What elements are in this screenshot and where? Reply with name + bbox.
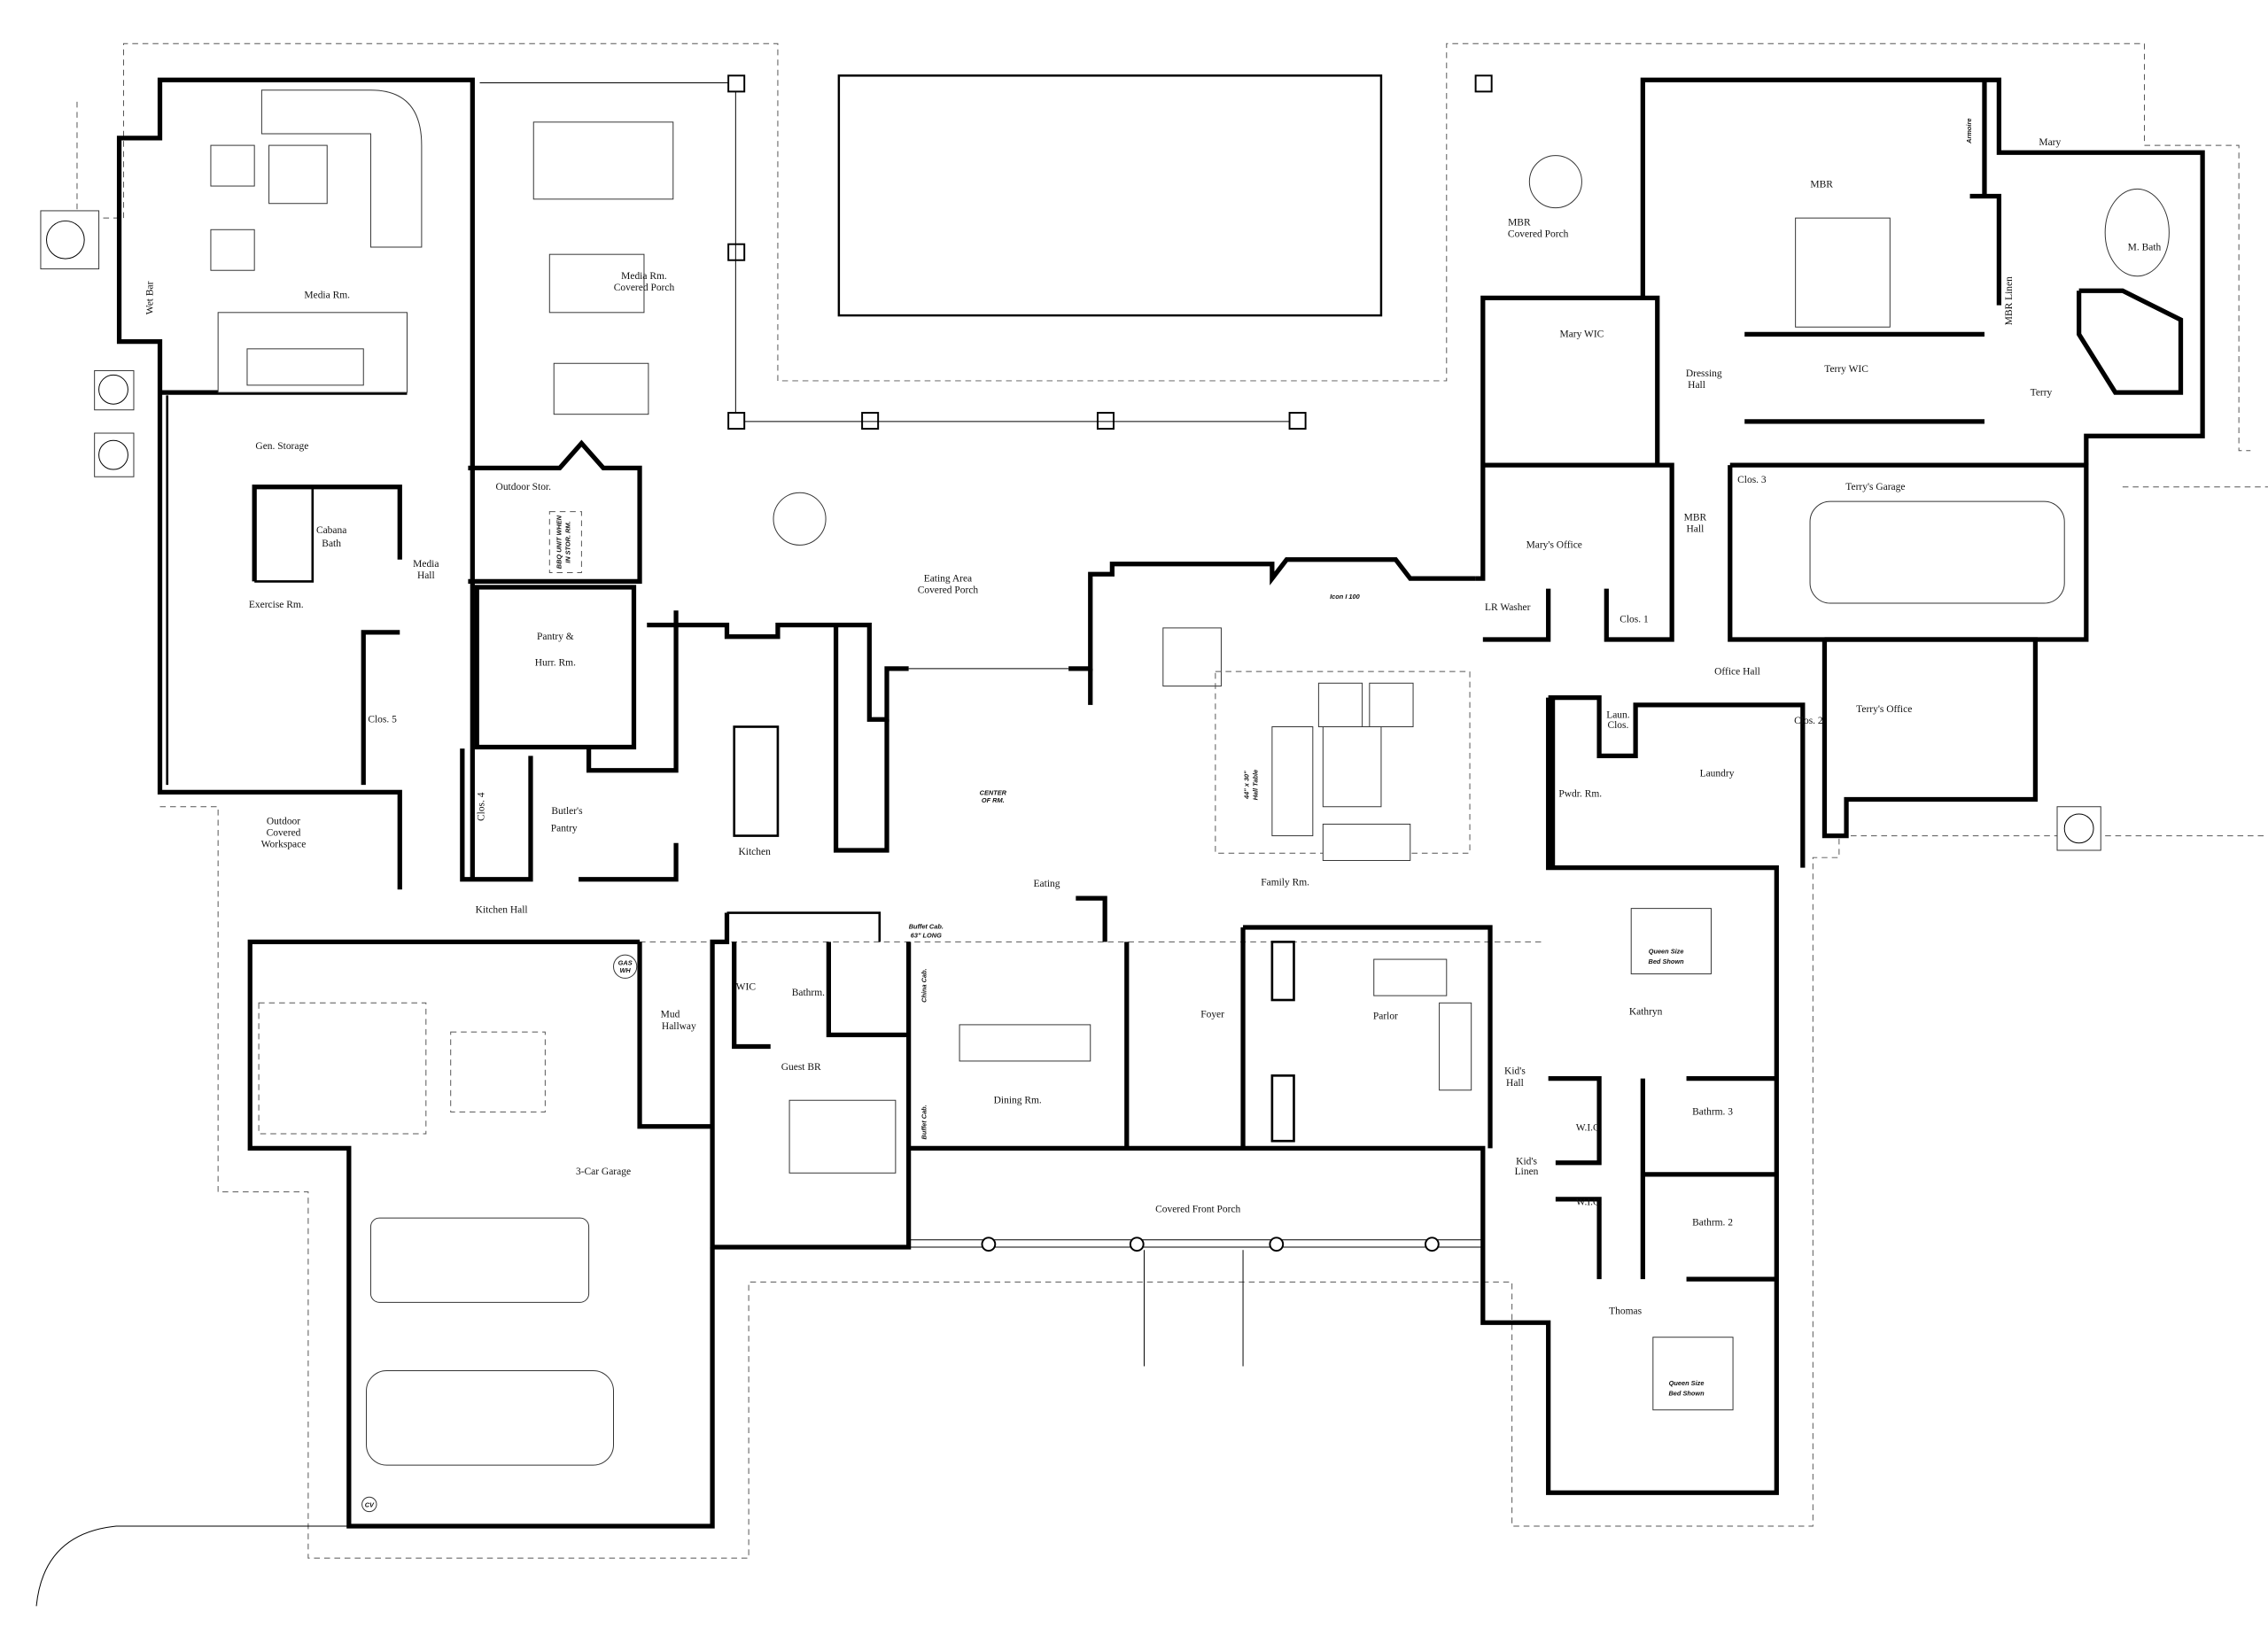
label-wet-bar: Wet Bar xyxy=(144,281,155,314)
porch-posts xyxy=(479,74,1493,430)
label-eating-porch: Eating Area xyxy=(924,573,972,584)
label-kathryn: Kathryn xyxy=(1629,1006,1663,1017)
label-dining-rm: Dining Rm. xyxy=(994,1096,1042,1106)
bbq-note: BBQ UNIT WHEN xyxy=(555,515,563,569)
walls xyxy=(116,77,2205,1529)
room-labels: Media Rm. Media Rm. Covered Porch Gen. S… xyxy=(144,137,2161,1316)
label-bathrm-3: Bathrm. 3 xyxy=(1692,1107,1733,1118)
label-pantry-2: Hurr. Rm. xyxy=(535,658,576,669)
label-terry-wic: Terry WIC xyxy=(1824,364,1868,375)
label-pantry: Pantry & xyxy=(537,632,574,642)
hall-table-note: 44" x 30" xyxy=(1243,771,1251,800)
label-front-porch: Covered Front Porch xyxy=(1155,1205,1240,1215)
label-parlor: Parlor xyxy=(1373,1011,1398,1021)
label-m-bath: M. Bath xyxy=(2128,242,2162,252)
furniture xyxy=(210,89,2170,1466)
label-wic-kathryn: W.I.C. xyxy=(1576,1123,1603,1134)
label-butlers: Butler's xyxy=(551,806,583,817)
label-kids-linen: Kid's xyxy=(1516,1156,1537,1167)
armoire-label: Armoire xyxy=(1965,119,1973,144)
label-outdoor-stor: Outdoor Stor. xyxy=(496,482,552,492)
icon-label: Icon I 100 xyxy=(1330,593,1361,601)
label-clos-5: Clos. 5 xyxy=(368,715,397,725)
label-workspace-2: Covered xyxy=(267,828,301,839)
label-lr-washer: LR Washer xyxy=(1485,602,1531,613)
buffet-note: Buffet Cab. xyxy=(909,923,944,931)
roof-outline xyxy=(76,43,2268,1559)
label-dressing-hall-2: Hall xyxy=(1688,380,1705,391)
label-mbr-linen: MBR Linen xyxy=(2004,276,2015,325)
label-mary: Mary xyxy=(2039,137,2061,148)
label-office-hall: Office Hall xyxy=(1714,666,1760,677)
label-cabana: Cabana xyxy=(316,525,346,536)
label-media-porch: Media Rm. xyxy=(621,271,667,282)
hall-table-note-2: Hall Table xyxy=(1251,770,1259,801)
label-cabana-2: Bath xyxy=(322,539,341,549)
label-kids-linen-2: Linen xyxy=(1515,1167,1539,1177)
label-terrys-garage: Terry's Garage xyxy=(1845,482,1905,492)
label-media-hall: Media xyxy=(413,559,439,570)
buffet-note-2: 63" LONG xyxy=(911,931,942,939)
label-clos-2: Clos. 2 xyxy=(1794,716,1823,726)
label-terrys-office: Terry's Office xyxy=(1856,704,1912,715)
label-mbr: MBR xyxy=(1810,180,1833,190)
bbq-note-2: IN STOR. RM. xyxy=(563,521,571,562)
gas-wh-label: GAS xyxy=(618,959,633,967)
label-clos-4: Clos. 4 xyxy=(476,792,486,821)
label-laun-clos: Laun. xyxy=(1606,710,1630,721)
label-thomas: Thomas xyxy=(1609,1306,1642,1316)
label-exercise-rm: Exercise Rm. xyxy=(249,600,304,610)
label-foyer: Foyer xyxy=(1200,1010,1224,1020)
label-mud: Mud xyxy=(661,1010,680,1020)
label-kids-hall-2: Hall xyxy=(1506,1078,1524,1089)
queen-bed-note-thomas-2: Bed Shown xyxy=(1668,1389,1705,1397)
label-media-rm: Media Rm. xyxy=(304,290,350,300)
label-gen-storage: Gen. Storage xyxy=(255,441,308,452)
queen-bed-note-kathryn: Queen Size xyxy=(1649,947,1684,955)
label-clos-3: Clos. 3 xyxy=(1737,475,1767,485)
label-butlers-2: Pantry xyxy=(551,824,578,834)
buffet-cab-note: Buffet Cab. xyxy=(920,1105,928,1139)
label-mbr-hall-2: Hall xyxy=(1687,524,1705,535)
label-terry: Terry xyxy=(2031,387,2053,398)
annotations: CENTER OF RM. Buffet Cab. 63" LONG China… xyxy=(361,119,1973,1513)
queen-bed-note-kathryn-2: Bed Shown xyxy=(1649,957,1685,965)
label-eating-porch-2: Covered Porch xyxy=(918,585,979,596)
gas-wh-label-2: WH xyxy=(619,966,631,974)
china-cab-note: China Cab. xyxy=(920,968,928,1003)
label-media-hall-2: Hall xyxy=(417,570,435,581)
label-family-rm: Family Rm. xyxy=(1261,877,1309,888)
label-pwdr-rm: Pwdr. Rm. xyxy=(1558,788,1602,799)
label-kitchen: Kitchen xyxy=(739,847,772,857)
label-wic-thomas: W.I.C. xyxy=(1576,1197,1603,1207)
label-workspace-3: Workspace xyxy=(261,840,307,850)
ac-units xyxy=(40,210,2101,851)
label-laun-clos-2: Clos. xyxy=(1607,720,1628,731)
center-of-room-note-2: OF RM. xyxy=(982,796,1005,804)
label-workspace: Outdoor xyxy=(267,816,300,826)
label-dressing-hall: Dressing xyxy=(1686,368,1722,379)
pool xyxy=(837,74,1383,317)
label-mary-wic: Mary WIC xyxy=(1560,329,1604,340)
queen-bed-note-thomas: Queen Size xyxy=(1669,1379,1705,1387)
label-clos-1: Clos. 1 xyxy=(1619,614,1649,624)
label-wic: WIC xyxy=(736,982,757,993)
label-kitchen-hall: Kitchen Hall xyxy=(476,905,528,916)
label-marys-office: Mary's Office xyxy=(1526,540,1582,551)
cv-label: CV xyxy=(365,1501,375,1509)
front-porch-columns xyxy=(35,1237,1440,1607)
label-media-porch-2: Covered Porch xyxy=(614,283,675,293)
label-guest-br: Guest BR xyxy=(781,1062,821,1073)
label-laundry: Laundry xyxy=(1700,768,1735,779)
label-3-car-garage: 3-Car Garage xyxy=(576,1167,631,1177)
label-eating: Eating xyxy=(1034,879,1060,889)
label-bathrm: Bathrm. xyxy=(792,988,825,998)
label-mud-2: Hallway xyxy=(662,1021,696,1032)
label-mbr-hall: MBR xyxy=(1684,512,1707,523)
label-bathrm-2: Bathrm. 2 xyxy=(1692,1217,1733,1228)
label-mbr-porch-2: Covered Porch xyxy=(1508,229,1569,239)
label-mbr-porch: MBR xyxy=(1508,217,1531,228)
label-kids-hall: Kid's xyxy=(1504,1066,1526,1077)
center-of-room-note: CENTER xyxy=(980,789,1007,797)
